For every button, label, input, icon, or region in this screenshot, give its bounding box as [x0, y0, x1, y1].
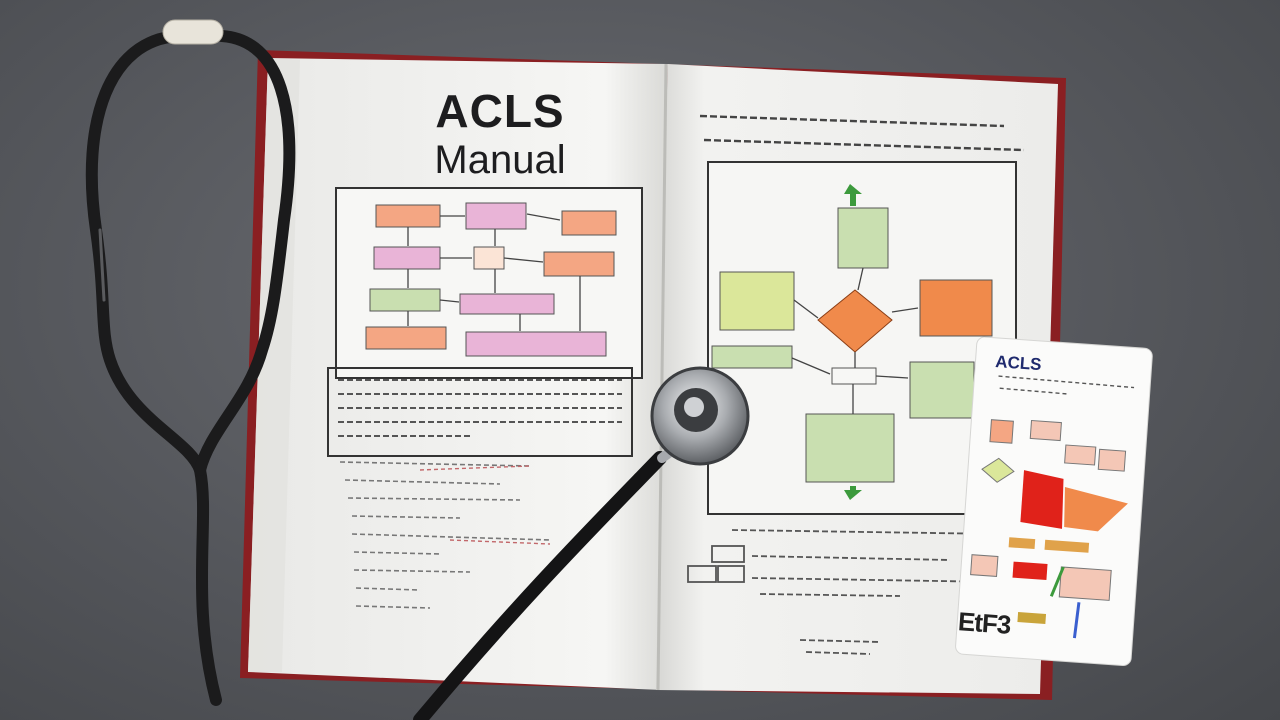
card-box — [1097, 448, 1127, 472]
card-box — [1058, 566, 1112, 601]
flow-box — [561, 210, 617, 236]
stethoscope-diaphragm-center — [684, 397, 704, 417]
flow-box — [375, 204, 441, 228]
flow-box — [365, 326, 447, 350]
right-arrows — [791, 267, 919, 414]
flow-box — [543, 251, 615, 277]
stethoscope-tube-right — [194, 30, 296, 476]
right-table — [687, 529, 1001, 655]
reference-card — [955, 336, 1153, 666]
left-flowchart — [327, 187, 643, 609]
handwritten-notes — [339, 461, 551, 609]
book-title-line2: Manual — [434, 138, 566, 182]
book-gutter — [656, 63, 668, 691]
stethoscope-tube-main — [413, 451, 667, 720]
card-red-block — [1020, 470, 1064, 529]
flow-box — [373, 246, 441, 270]
flow-box-green — [837, 207, 889, 269]
card-box — [989, 419, 1014, 444]
text-lines — [338, 379, 622, 437]
flow-box-green2 — [909, 361, 975, 419]
card-box — [970, 554, 999, 577]
flow-box — [369, 288, 441, 312]
card-line-blue — [1072, 602, 1081, 639]
flow-box — [459, 293, 555, 315]
card-footer-mark: EtF3 — [957, 606, 1012, 640]
stethoscope-tube-left — [85, 30, 222, 706]
flow-box-mini — [831, 367, 877, 385]
stethoscope-eartip — [162, 19, 224, 45]
book-title-line1: ACLS — [435, 85, 565, 137]
right-header-lines — [699, 114, 1025, 152]
right-flowchart — [687, 114, 1025, 655]
card-lines — [998, 375, 1135, 395]
flow-box-yellow — [719, 271, 795, 331]
text-block-frame — [327, 367, 633, 457]
flow-box-orange — [919, 279, 993, 337]
flow-arrows — [407, 213, 581, 331]
flow-box-green3 — [805, 413, 895, 483]
flow-box — [465, 202, 527, 230]
stethoscope-ear-tube-highlight — [98, 228, 106, 302]
flow-box — [473, 246, 505, 270]
card-line-green — [1049, 566, 1065, 597]
card-box — [1044, 539, 1090, 553]
card-box — [1017, 612, 1047, 624]
red-notes — [419, 465, 551, 545]
book-title: ACLS Manual — [380, 88, 620, 180]
card-box — [1029, 419, 1062, 442]
flow-box-small — [711, 345, 793, 369]
flow-box — [465, 331, 607, 357]
card-orange-block — [1064, 487, 1128, 532]
card-diamond — [981, 457, 1015, 483]
card-box — [1064, 444, 1097, 466]
card-box — [1012, 561, 1048, 580]
card-box — [1008, 537, 1036, 550]
green-arrows — [844, 184, 862, 500]
